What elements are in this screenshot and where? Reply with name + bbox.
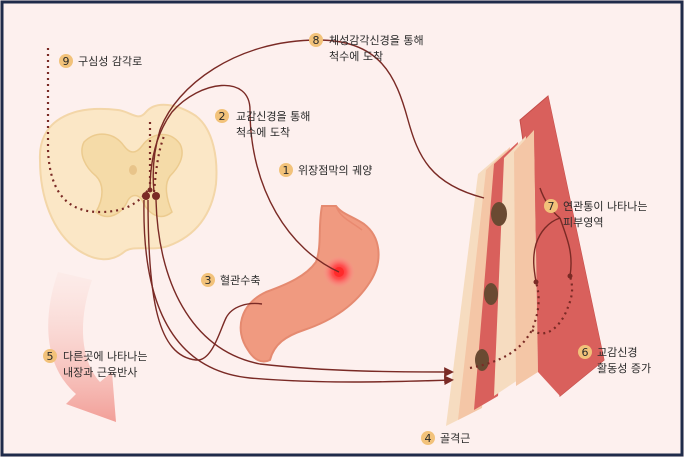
label-3-number: 3 <box>205 274 212 287</box>
label-5-number: 5 <box>47 350 54 363</box>
label-4: 4 골격근 <box>421 431 470 445</box>
label-5-line-2: 내장과 근육반사 <box>63 366 137 379</box>
label-6-line-1: 교감신경 <box>597 346 637 359</box>
label-8-number: 8 <box>313 34 320 47</box>
label-6-number: 6 <box>582 346 589 359</box>
muscle-nodule-3 <box>475 349 489 371</box>
label-3-line-1: 혈관수축 <box>220 273 260 287</box>
label-4-number: 4 <box>425 432 432 445</box>
label-3: 3 혈관수축 <box>201 273 260 287</box>
label-2-number: 2 <box>219 110 226 123</box>
label-6-line-2: 활동성 증가 <box>597 361 651 375</box>
label-5-line-1: 다른곳에 나타나는 <box>63 350 147 363</box>
label-8-line-2: 척수에 도착 <box>329 50 383 63</box>
label-8-line-1: 체성감각신경을 통해 <box>329 33 424 47</box>
label-9-line-1: 구심성 감각로 <box>78 55 142 68</box>
label-4-line-1: 골격근 <box>440 432 470 445</box>
label-7-number: 7 <box>548 200 555 213</box>
muscle-nodule-2 <box>484 283 498 305</box>
label-9-number: 9 <box>63 55 70 68</box>
muscle-nodule-1 <box>491 202 507 226</box>
label-1-number: 1 <box>283 164 290 177</box>
label-2-line-2: 척수에 도착 <box>236 126 290 139</box>
label-2-line-1: 교감신경을 통해 <box>236 109 310 123</box>
label-7-line-1: 연관통이 나타나는 <box>563 200 647 213</box>
label-1-line-1: 위장점막의 궤양 <box>298 164 372 177</box>
label-7-line-2: 피부영역 <box>563 216 603 229</box>
